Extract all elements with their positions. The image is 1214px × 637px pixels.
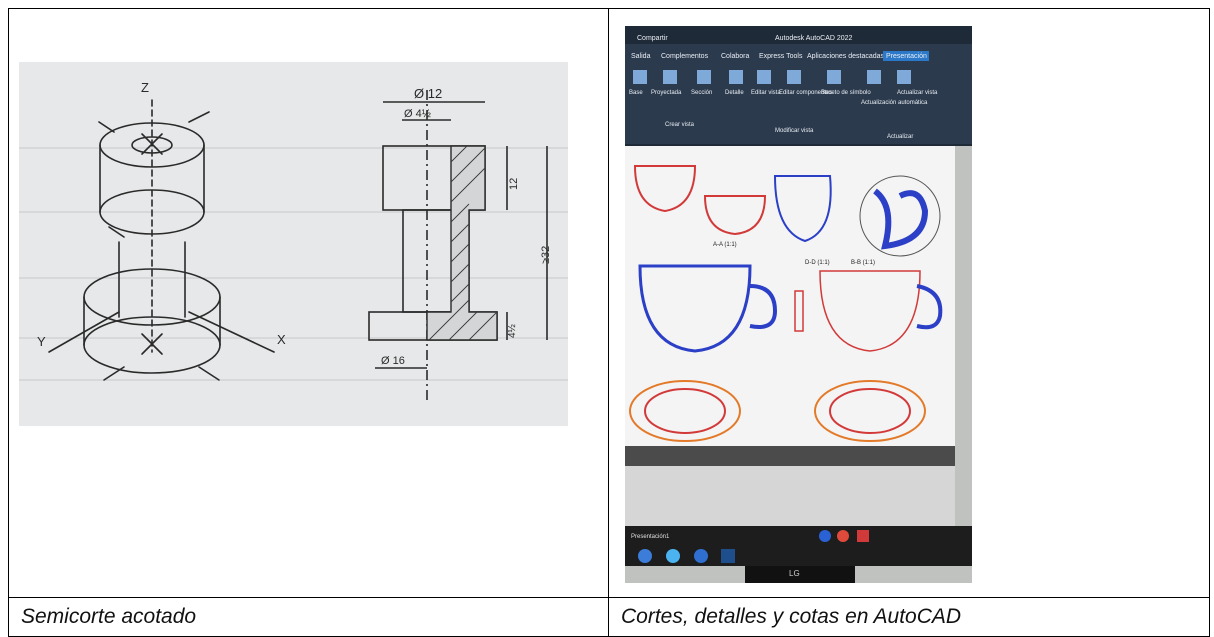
- autocad-screen-photo: Compartir Autodesk AutoCAD 2022 Salida C…: [625, 26, 972, 583]
- ribbon-button-actualizar[interactable]: Actualizar vista: [897, 90, 938, 96]
- axis-y-label: Y: [37, 334, 46, 349]
- dim-height-lower: 4½: [507, 323, 518, 338]
- ribbon-group-crear: Crear vista: [665, 122, 695, 128]
- ribbon-button-seccion[interactable]: Sección: [691, 90, 712, 96]
- ribbon-button-editar-vista[interactable]: Editar vista: [751, 90, 781, 96]
- dim-top-diameter: Ø 12: [414, 86, 442, 101]
- figure-table: Z Y X Ø 12 Ø 4½ Ø 16 12 ≥32 4½: [8, 8, 1210, 637]
- dim-height-total: ≥32: [540, 246, 552, 264]
- ribbon-tab-destacadas[interactable]: Aplicaciones destacadas: [807, 53, 885, 60]
- ribbon-tab-salida[interactable]: Salida: [631, 53, 651, 60]
- sketch-drawing: Z Y X Ø 12 Ø 4½ Ø 16 12 ≥32 4½: [19, 62, 568, 426]
- section-label-dd: D-D (1:1): [805, 260, 830, 266]
- monitor-brand: LG: [789, 569, 800, 578]
- semicorte-sketch-image: Z Y X Ø 12 Ø 4½ Ø 16 12 ≥32 4½: [19, 62, 568, 426]
- dim-height-upper: 12: [508, 178, 520, 190]
- autocad-share-label: Compartir: [637, 35, 668, 42]
- ribbon-tab-presentacion[interactable]: Presentación: [886, 53, 927, 60]
- caption-semicorte: Semicorte acotado: [21, 605, 197, 628]
- caption-cell-left: Semicorte acotado: [8, 597, 609, 637]
- caption-autocad: Cortes, detalles y cotas en AutoCAD: [621, 605, 962, 628]
- ribbon-group-actualizar: Actualizar: [887, 134, 913, 140]
- dim-bottom-diameter: Ø 16: [381, 355, 405, 367]
- ribbon-tab-colabora[interactable]: Colabora: [721, 53, 750, 60]
- caption-cell-right: Cortes, detalles y cotas en AutoCAD: [608, 597, 1210, 637]
- sketch-cell: Z Y X Ø 12 Ø 4½ Ø 16 12 ≥32 4½: [8, 8, 609, 598]
- ribbon-tab-express[interactable]: Express Tools: [759, 53, 803, 60]
- autocad-photo-cell: Compartir Autodesk AutoCAD 2022 Salida C…: [608, 8, 1210, 598]
- ribbon-group-modificar: Modificar vista: [775, 128, 814, 134]
- ribbon-button-base[interactable]: Base: [629, 90, 643, 96]
- section-label-aa: A-A (1:1): [713, 242, 737, 248]
- ribbon-tab-complementos[interactable]: Complementos: [661, 53, 709, 60]
- ribbon-button-proyectada[interactable]: Proyectada: [651, 90, 682, 96]
- ribbon-button-detalle[interactable]: Detalle: [725, 90, 744, 96]
- layout-tab-label[interactable]: Presentación1: [631, 534, 670, 540]
- autocad-app-title: Autodesk AutoCAD 2022: [775, 35, 853, 42]
- ribbon-button-editar-componentes[interactable]: Editar componentes: [779, 90, 832, 96]
- section-label-bb: B-B (1:1): [851, 260, 875, 266]
- dim-inner-diameter: Ø 4½: [404, 108, 431, 120]
- ribbon-button-boceto[interactable]: Boceto de símbolo: [821, 90, 871, 96]
- autocad-scene: Compartir Autodesk AutoCAD 2022 Salida C…: [625, 26, 972, 583]
- ribbon-button-actualizacion[interactable]: Actualización automática: [861, 100, 928, 106]
- section-hatch: [426, 145, 498, 341]
- axis-x-label: X: [277, 332, 286, 347]
- axis-z-label: Z: [141, 80, 149, 95]
